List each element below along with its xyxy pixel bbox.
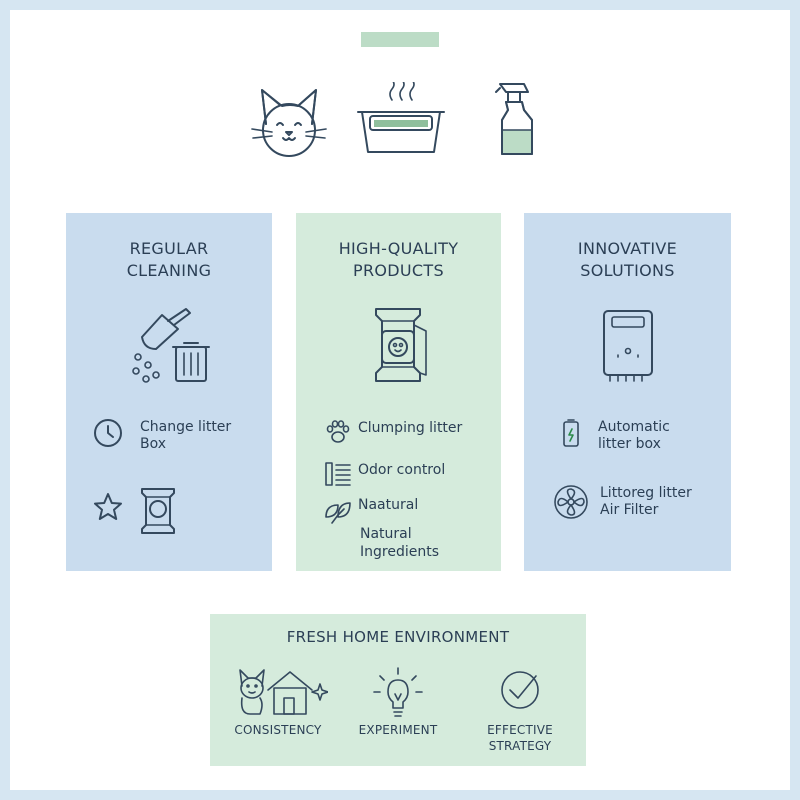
feature-automatic-litter-box: Automatic litter box	[556, 417, 670, 453]
checkmark-icon	[472, 664, 568, 718]
feature-star-litter-bag	[92, 485, 178, 539]
fresh-home-panel: FRESH HOME ENVIRONMENT CONSISTENCY	[210, 614, 586, 766]
fan-icon	[552, 483, 590, 521]
star-icon	[92, 491, 124, 523]
paw-icon	[322, 417, 354, 449]
feature-label: Naatural	[358, 497, 419, 513]
battery-icon	[556, 417, 588, 449]
pillar-label: EFFECTIVE STRATEGY	[487, 723, 553, 753]
feature-odor-control: Odor control	[322, 459, 445, 491]
feature-label: Littoreg litter Air Filter	[600, 485, 692, 518]
natural-ingredients-text: Natural Ingredients	[360, 526, 439, 560]
pillar-effective-strategy: EFFECTIVE STRATEGY	[472, 664, 568, 754]
filter-icon	[322, 459, 354, 491]
cat-house-icon	[228, 664, 329, 718]
bottom-title: FRESH HOME ENVIRONMENT	[286, 628, 510, 646]
litter-bag-icon	[138, 485, 178, 539]
pillar-experiment: EXPERIMENT	[350, 664, 446, 738]
column-title: REGULAR CLEANING	[126, 239, 212, 280]
feature-natural: Naatural	[322, 497, 418, 529]
automatic-litter-box-icon	[598, 307, 658, 387]
title-placeholder-bar	[361, 32, 439, 47]
column-title: INNOVATIVE SOLUTIONS	[577, 239, 678, 280]
pillar-consistency: CONSISTENCY	[228, 664, 329, 738]
litter-bag-icon	[370, 305, 430, 389]
feature-label: Change litter Box	[140, 419, 232, 452]
feature-change-litter: Change litter Box	[92, 417, 231, 453]
feature-label: Clumping litter	[358, 420, 463, 436]
cat-face-icon	[250, 84, 330, 160]
column-innovative-solutions: INNOVATIVE SOLUTIONS Automatic litter bo…	[524, 213, 731, 571]
column-title: HIGH-QUALITY PRODUCTS	[338, 239, 459, 280]
scoop-trash-icon	[128, 305, 218, 389]
column-regular-cleaning: REGULAR CLEANING Change litter Box	[66, 213, 272, 571]
pillar-label: EXPERIMENT	[358, 723, 438, 737]
clock-icon	[92, 417, 124, 449]
feature-label: Automatic litter box	[598, 419, 670, 452]
feature-clumping-litter: Clumping litter	[322, 417, 462, 449]
spray-bottle-icon	[494, 80, 540, 160]
litter-box-icon	[356, 82, 446, 158]
leaf-icon	[322, 497, 354, 529]
feature-air-filter: Littoreg litter Air Filter	[552, 483, 692, 521]
feature-label: Odor control	[358, 462, 446, 478]
pillar-label: CONSISTENCY	[234, 723, 322, 737]
column-high-quality-products: HIGH-QUALITY PRODUCTS Clumping litter	[296, 213, 501, 571]
lightbulb-icon	[350, 664, 446, 718]
